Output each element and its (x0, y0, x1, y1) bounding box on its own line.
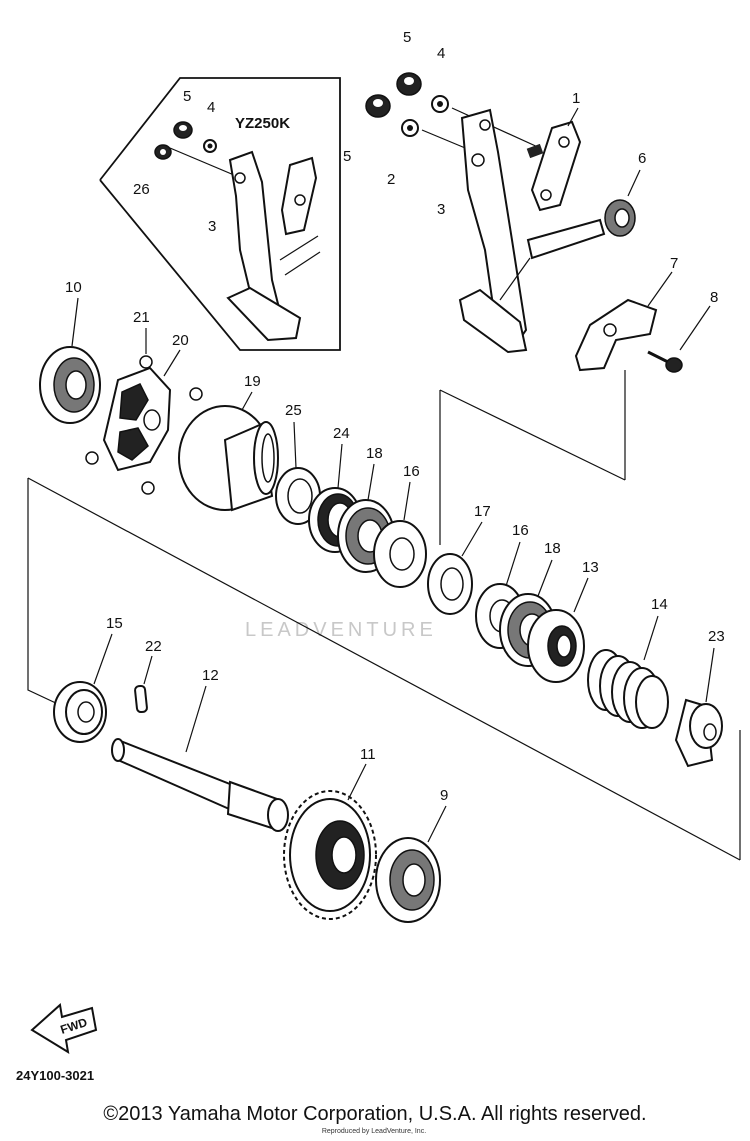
kick-shaft-upper (526, 218, 606, 260)
kick-guide-7 (574, 298, 658, 372)
label-18a: 18 (366, 445, 383, 462)
inset-nut (173, 121, 193, 139)
label-9: 9 (440, 787, 448, 804)
kick-lever-fork (458, 288, 528, 354)
washer-25 (275, 467, 321, 525)
lower-parts: 15 22 12 11 9 (53, 615, 448, 923)
fwd-arrow: FWD (30, 1003, 98, 1054)
label-3-inset: 3 (208, 218, 216, 235)
label-6: 6 (638, 150, 646, 167)
label-15: 15 (106, 615, 123, 632)
clip-21c (85, 451, 99, 465)
label-24: 24 (333, 425, 350, 442)
oil-seal-6 (604, 199, 636, 237)
label-3: 3 (437, 201, 445, 218)
drawing-code: 24Y100-3021 (16, 1068, 94, 1083)
copyright-text: ©2013 Yamaha Motor Corporation, U.S.A. A… (103, 1103, 646, 1125)
label-21: 21 (133, 309, 150, 326)
label-5b: 5 (343, 148, 351, 165)
clip-21d (141, 481, 155, 495)
label-7: 7 (670, 255, 678, 272)
label-5-inset: 5 (183, 88, 191, 105)
clip-21a (139, 355, 153, 369)
right-row-parts: 17 16 18 13 14 23 (427, 503, 725, 768)
inset-washer (203, 139, 217, 153)
label-10: 10 (65, 279, 82, 296)
fwd-arrow-shape (30, 1003, 98, 1054)
label-13: 13 (582, 559, 599, 576)
ratchet-wheel-19 (178, 405, 279, 512)
kick-shaft-12 (111, 738, 289, 832)
label-2: 2 (387, 171, 395, 188)
label-16a: 16 (403, 463, 420, 480)
label-23: 23 (708, 628, 725, 645)
ratchet-20 (102, 366, 172, 472)
inset-frame (99, 77, 341, 351)
label-26: 26 (133, 181, 150, 198)
label-5a: 5 (403, 29, 411, 46)
label-22: 22 (145, 638, 162, 655)
label-19: 19 (244, 373, 261, 390)
nut-left (365, 94, 391, 118)
label-25: 25 (285, 402, 302, 419)
label-12: 12 (202, 667, 219, 684)
kick-gear-11 (283, 790, 377, 920)
inset-bracket (226, 286, 302, 342)
middle-row-parts: 10 21 20 19 25 24 18 16 (39, 279, 427, 588)
kick-arm (530, 120, 582, 212)
guide-lines (27, 370, 741, 861)
clip-21b (189, 387, 203, 401)
pin-22 (134, 684, 148, 714)
inset-collar (154, 144, 172, 160)
bolt-8 (647, 350, 683, 373)
washer-2 (401, 119, 419, 137)
bearing-9 (375, 837, 441, 923)
label-1: 1 (572, 90, 580, 107)
label-4: 4 (437, 45, 445, 62)
label-14: 14 (651, 596, 668, 613)
watermark-text: LEADVENTURE (245, 619, 437, 641)
coil-spring-14 (587, 649, 669, 729)
label-11: 11 (360, 746, 376, 763)
label-18b: 18 (544, 540, 561, 557)
bearing-10 (39, 346, 101, 424)
spring-cup-13 (527, 609, 585, 683)
nut-top (396, 72, 422, 96)
kick-lever-assembly: 5 4 5 2 3 1 6 7 8 (343, 29, 718, 373)
label-4-inset: 4 (207, 99, 215, 116)
spring-guide-15 (53, 681, 107, 743)
label-17: 17 (474, 503, 491, 520)
washer-17 (427, 553, 473, 615)
label-20: 20 (172, 332, 189, 349)
inset-model-label: YZ250K (235, 115, 290, 132)
washer-4 (431, 95, 449, 113)
inset-yz250k: YZ250K 5 4 26 3 (99, 77, 341, 351)
washer-16a (373, 520, 427, 588)
reproduced-note: Reproduced by LeadVenture, Inc. (322, 1128, 426, 1135)
label-16b: 16 (512, 522, 529, 539)
label-8: 8 (710, 289, 718, 306)
collar-23 (674, 698, 723, 768)
